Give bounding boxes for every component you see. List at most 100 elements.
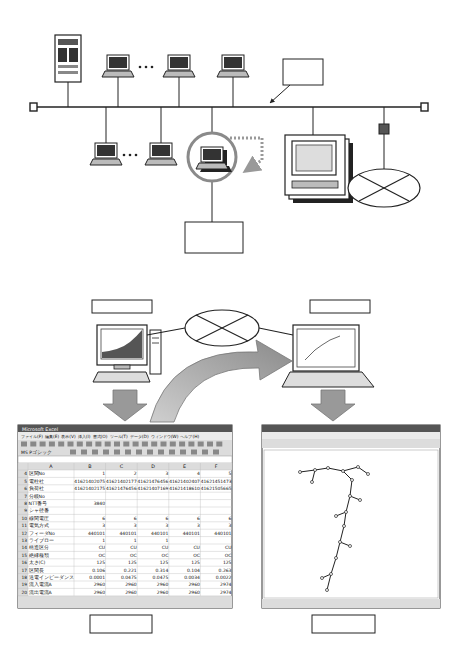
- wan-cloud-symbol: [147, 310, 293, 346]
- row-number: 18: [18, 574, 27, 581]
- cell-value: OC: [138, 552, 169, 559]
- menu-item: 表示(V): [61, 433, 76, 440]
- cell-value: 0.106: [74, 567, 105, 574]
- field-name: 流入電流A: [29, 581, 74, 588]
- row-number: 9: [18, 507, 27, 514]
- row-number: 16: [18, 559, 27, 566]
- cell-value: 6: [74, 515, 105, 522]
- notebook-pc: [282, 325, 374, 387]
- cell-value: 0.0034: [169, 574, 200, 581]
- column-header: D: [137, 463, 169, 470]
- cell-value: 440101: [169, 530, 200, 537]
- cell-value: 1: [138, 537, 169, 544]
- cell-value: 6: [106, 515, 137, 522]
- font-name: MS Pゴシック: [21, 449, 66, 456]
- lan-bus: [30, 103, 428, 111]
- row-number: 12: [18, 530, 27, 537]
- cell-value: 6: [138, 515, 169, 522]
- cell-value: 1: [106, 537, 137, 544]
- column-header: C: [106, 463, 138, 470]
- cell-value: 2960: [138, 581, 169, 588]
- cell-value: 41621476456: [138, 478, 169, 485]
- menu-item: ウィンドウ(W): [151, 433, 179, 440]
- cell-value: 2974: [201, 581, 232, 588]
- cell-value: 0.0001: [74, 574, 105, 581]
- cell-value: 6: [169, 515, 200, 522]
- router-symbol: [348, 124, 420, 207]
- field-name: 太さ(C): [29, 559, 74, 566]
- row-number: 7: [18, 493, 27, 500]
- field-name: シャ径番: [29, 507, 74, 514]
- cell-value: 125: [106, 559, 137, 566]
- cell-value: 440101: [138, 530, 169, 537]
- menu-item: ツール(T): [110, 433, 128, 440]
- cell-value: 2974: [201, 589, 232, 596]
- field-name: 電柱社: [29, 478, 74, 485]
- row-number: 15: [18, 552, 27, 559]
- column-header: B: [74, 463, 106, 470]
- cell-value: 440101: [106, 530, 137, 537]
- field-name: 分岐No: [29, 493, 74, 500]
- menu-item: データ(D): [130, 433, 149, 440]
- cell-value: CU: [74, 544, 105, 551]
- column-header: A: [28, 463, 74, 470]
- cell-value: 2960: [106, 589, 137, 596]
- cell-value: 4: [169, 470, 200, 477]
- cell-value: OC: [201, 552, 232, 559]
- cell-value: 3: [201, 522, 232, 529]
- cell-value: 3840: [74, 500, 105, 507]
- cell-value: 125: [169, 559, 200, 566]
- menu-item: 編集(E): [45, 433, 59, 440]
- cell-value: 2960: [169, 581, 200, 588]
- cell-value: 125: [138, 559, 169, 566]
- cell-value: 41621418610: [169, 485, 200, 492]
- menu-item: ファイル(F): [21, 433, 43, 440]
- cell-value: 5: [201, 470, 232, 477]
- field-name: 線間電圧: [29, 515, 74, 522]
- cell-value: 3: [169, 522, 200, 529]
- cell-value: OC: [106, 552, 137, 559]
- row-number: 10: [18, 515, 27, 522]
- cell-value: 41621407169: [138, 485, 169, 492]
- menu-item: 挿入(I): [78, 433, 91, 440]
- menu-item: ヘルプ(H): [180, 433, 199, 440]
- cell-value: 440101: [74, 530, 105, 537]
- cell-value: 0.104: [169, 567, 200, 574]
- field-name: フィーダNo: [29, 530, 74, 537]
- cell-value: 0.221: [106, 567, 137, 574]
- field-name: 絶縁種類: [29, 552, 74, 559]
- window-title: Microsoft Excel: [22, 426, 142, 433]
- field-name: 構造区分: [29, 544, 74, 551]
- cell-value: 3: [74, 522, 105, 529]
- row-number: 20: [18, 589, 27, 596]
- column-header: F: [200, 463, 232, 470]
- field-name: 区間長: [29, 567, 74, 574]
- callout-pointer: [270, 85, 290, 103]
- down-arrows: [103, 390, 355, 421]
- spreadsheet-window: [18, 425, 232, 608]
- highlighted-laptop: [188, 133, 236, 181]
- field-name: ライブロー: [29, 537, 74, 544]
- line-map-window: [262, 425, 440, 608]
- cell-value: 41621451473: [201, 478, 232, 485]
- cell-value: 41621476456: [106, 485, 137, 492]
- empty-callout-boxes: [185, 59, 323, 253]
- field-name: 負荷社: [29, 485, 74, 492]
- drop-lines: [68, 77, 384, 222]
- cell-value: CU: [169, 544, 200, 551]
- field-name: 送電インピーダンス: [29, 574, 74, 581]
- row-number: 17: [18, 567, 27, 574]
- row-number: 8: [18, 500, 27, 507]
- cell-value: 0.314: [138, 567, 169, 574]
- cell-value: 41621402407: [169, 478, 200, 485]
- cell-value: 2960: [74, 581, 105, 588]
- row-number: 4: [18, 470, 27, 477]
- cell-value: 2960: [106, 581, 137, 588]
- cell-value: 2960: [138, 589, 169, 596]
- dotted-transfer-arrow: [230, 138, 262, 168]
- cell-value: 41621402075: [74, 478, 105, 485]
- field-name: 区間No: [29, 470, 74, 477]
